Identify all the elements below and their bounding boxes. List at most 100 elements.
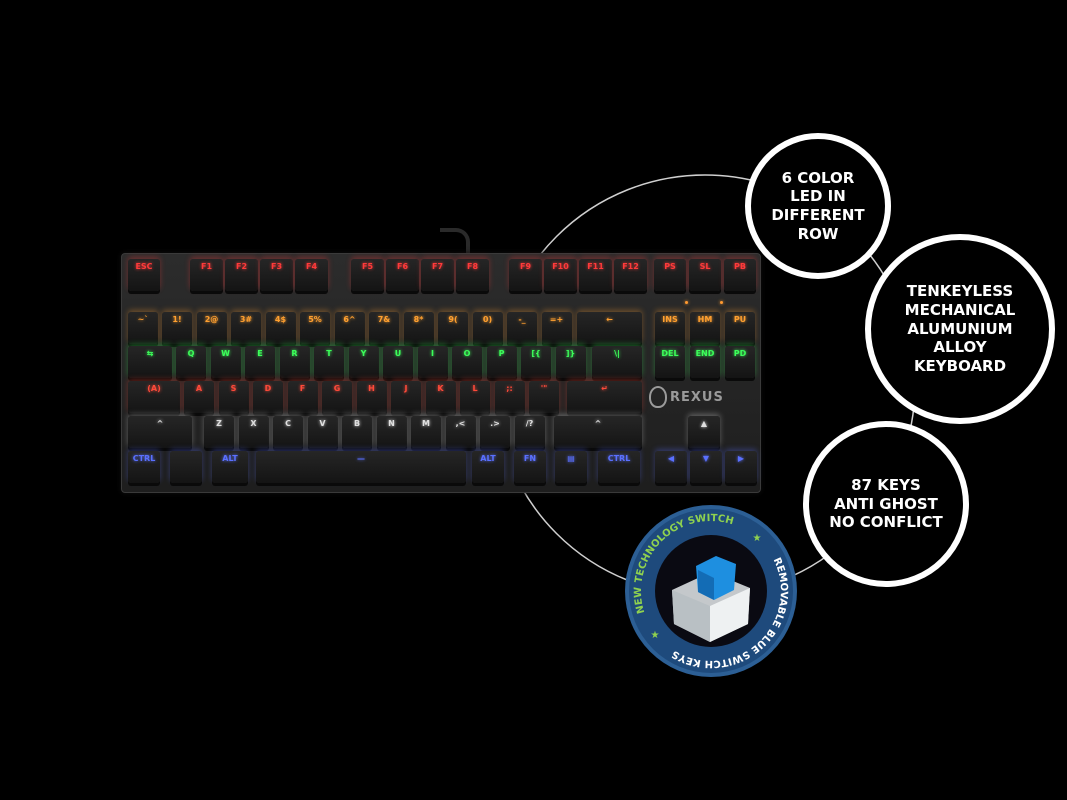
key: (A): [128, 381, 180, 413]
callout-line: LED IN: [790, 187, 846, 206]
key: R: [279, 346, 310, 378]
key: HM: [690, 312, 720, 344]
key: U: [383, 346, 413, 378]
key: END: [690, 346, 720, 378]
key: 1!: [162, 312, 192, 344]
key: D: [253, 381, 283, 413]
key: F6: [386, 259, 419, 291]
indicator-led: [720, 301, 723, 304]
key: '": [529, 381, 559, 413]
key: 8*: [403, 312, 434, 344]
key: Z: [204, 416, 234, 448]
key: =+: [541, 312, 572, 344]
key: N: [376, 416, 407, 448]
key: F4: [295, 259, 328, 291]
callout-line: KEYBOARD: [913, 357, 1007, 376]
key: B: [342, 416, 372, 448]
key: Y: [348, 346, 379, 378]
key: T: [314, 346, 344, 378]
star-icon: ★: [651, 630, 660, 641]
callout-line: MECHANICAL: [904, 300, 1016, 319]
key: ▼: [690, 451, 722, 483]
key: F2: [225, 259, 258, 291]
key: ^: [554, 416, 642, 448]
callout-line: ALLOY: [933, 338, 987, 357]
key: ;:: [494, 381, 525, 413]
key: F5: [351, 259, 384, 291]
key: \|: [592, 346, 642, 378]
key: ◀: [655, 451, 687, 483]
key: [{: [521, 346, 551, 378]
brand-logo: REXUS: [649, 386, 724, 408]
key: 0): [472, 312, 503, 344]
key: FN: [514, 451, 546, 483]
key: F3: [260, 259, 293, 291]
callout-line: 6 COLOR: [781, 168, 855, 187]
brand-name: REXUS: [670, 389, 724, 405]
star-icon: ★: [753, 533, 762, 544]
key: /?: [514, 416, 545, 448]
key: 4$: [265, 312, 296, 344]
blue-switch-icon: [672, 556, 750, 642]
key: ⇆: [128, 346, 172, 378]
key: ↵: [567, 381, 642, 413]
key: ,<: [445, 416, 476, 448]
key: ^: [128, 416, 192, 448]
key: ALT: [472, 451, 504, 483]
key: M: [411, 416, 441, 448]
key: F11: [579, 259, 612, 291]
key: 7&: [369, 312, 399, 344]
key: A: [184, 381, 214, 413]
key: ESC: [128, 259, 160, 291]
key: SL: [689, 259, 721, 291]
callout-line: NO CONFLICT: [829, 513, 943, 532]
key: C: [273, 416, 303, 448]
callout-line: ANTI GHOST: [834, 494, 938, 513]
key: CTRL: [128, 451, 160, 483]
lion-logo-icon: [649, 386, 667, 408]
key: X: [238, 416, 269, 448]
key: 6^: [334, 312, 365, 344]
key: ~`: [128, 312, 158, 344]
key: DEL: [655, 346, 685, 378]
callout-line: TENKEYLESS: [906, 282, 1014, 301]
key: PS: [654, 259, 686, 291]
key: E: [245, 346, 275, 378]
key: 3#: [231, 312, 261, 344]
key: 2@: [196, 312, 227, 344]
callout-line: ROW: [797, 224, 839, 243]
key: ←: [577, 312, 642, 344]
key: V: [307, 416, 338, 448]
key: F10: [544, 259, 577, 291]
key: F7: [421, 259, 454, 291]
key: J: [391, 381, 421, 413]
key: K: [425, 381, 456, 413]
key: W: [210, 346, 241, 378]
key: F1: [190, 259, 223, 291]
key: [170, 451, 202, 483]
key: PB: [724, 259, 756, 291]
key: —: [256, 451, 466, 483]
key: H: [356, 381, 387, 413]
key: F8: [456, 259, 489, 291]
key: 9(: [438, 312, 468, 344]
key: INS: [655, 312, 685, 344]
key: CTRL: [598, 451, 640, 483]
key: ▶: [725, 451, 757, 483]
key: ▤: [555, 451, 587, 483]
key: L: [460, 381, 490, 413]
indicator-led: [685, 301, 688, 304]
blue-switch-badge: NEW TECHNOLOGY SWITCH REMOVABLE BLUE SWI…: [625, 505, 797, 677]
key: Q: [176, 346, 206, 378]
callout-line: DIFFERENT: [771, 206, 865, 224]
key: PD: [725, 346, 755, 378]
key: F: [287, 381, 318, 413]
key: I: [417, 346, 448, 378]
key: 5%: [300, 312, 330, 344]
key: S: [218, 381, 249, 413]
